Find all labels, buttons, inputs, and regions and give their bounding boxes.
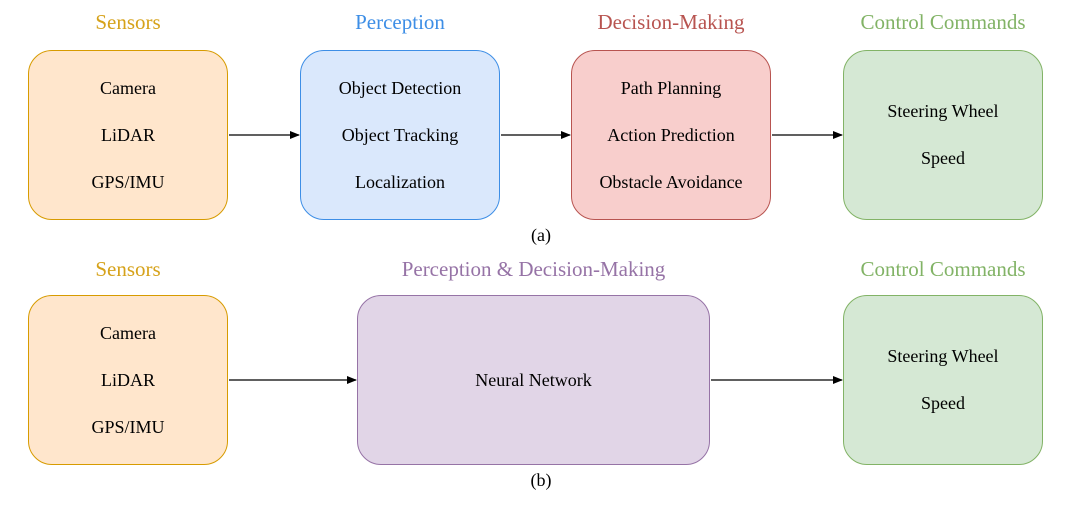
nn-title-b: Perception & Decision-Making [401,257,666,281]
sensor-item: GPS/IMU [91,416,165,437]
control-item: Speed [921,393,965,413]
caption-a: (a) [531,225,551,245]
sensor-item: LiDAR [101,369,155,390]
decision-item: Path Planning [620,77,722,98]
sensor-item: LiDAR [101,124,155,145]
caption-b: (b) [530,470,552,490]
control-item: Steering Wheel [887,101,999,121]
perception-item: Object Tracking [341,124,459,145]
decision-item: Action Prediction [607,124,735,145]
nn-box-b: Neural Network [357,295,710,465]
control-box-b: Steering Wheel Speed [843,295,1043,465]
sensor-item: GPS/IMU [91,171,165,192]
sensor-item: Camera [100,322,156,343]
sensors-box-b: Camera LiDAR GPS/IMU [28,295,228,465]
control-title-b: Control Commands [860,257,1026,281]
perception-item: Localization [355,171,445,192]
nn-item: Neural Network [475,369,592,390]
perception-title-a: Perception [355,10,445,34]
sensor-item: Camera [100,77,156,98]
sensors-title-a: Sensors [95,10,161,34]
sensors-title-b: Sensors [95,257,161,281]
control-title-a: Control Commands [860,10,1026,34]
perception-item: Object Detection [338,77,462,98]
decision-box-a: Path Planning Action Prediction Obstacle… [571,50,771,220]
control-box-a: Steering Wheel Speed [843,50,1043,220]
sensors-box-a: Camera LiDAR GPS/IMU [28,50,228,220]
control-item: Steering Wheel [887,346,999,366]
perception-box-a: Object Detection Object Tracking Localiz… [300,50,500,220]
decision-item: Obstacle Avoidance [599,171,743,192]
control-item: Speed [921,148,965,168]
decision-title-a: Decision-Making [597,10,745,34]
